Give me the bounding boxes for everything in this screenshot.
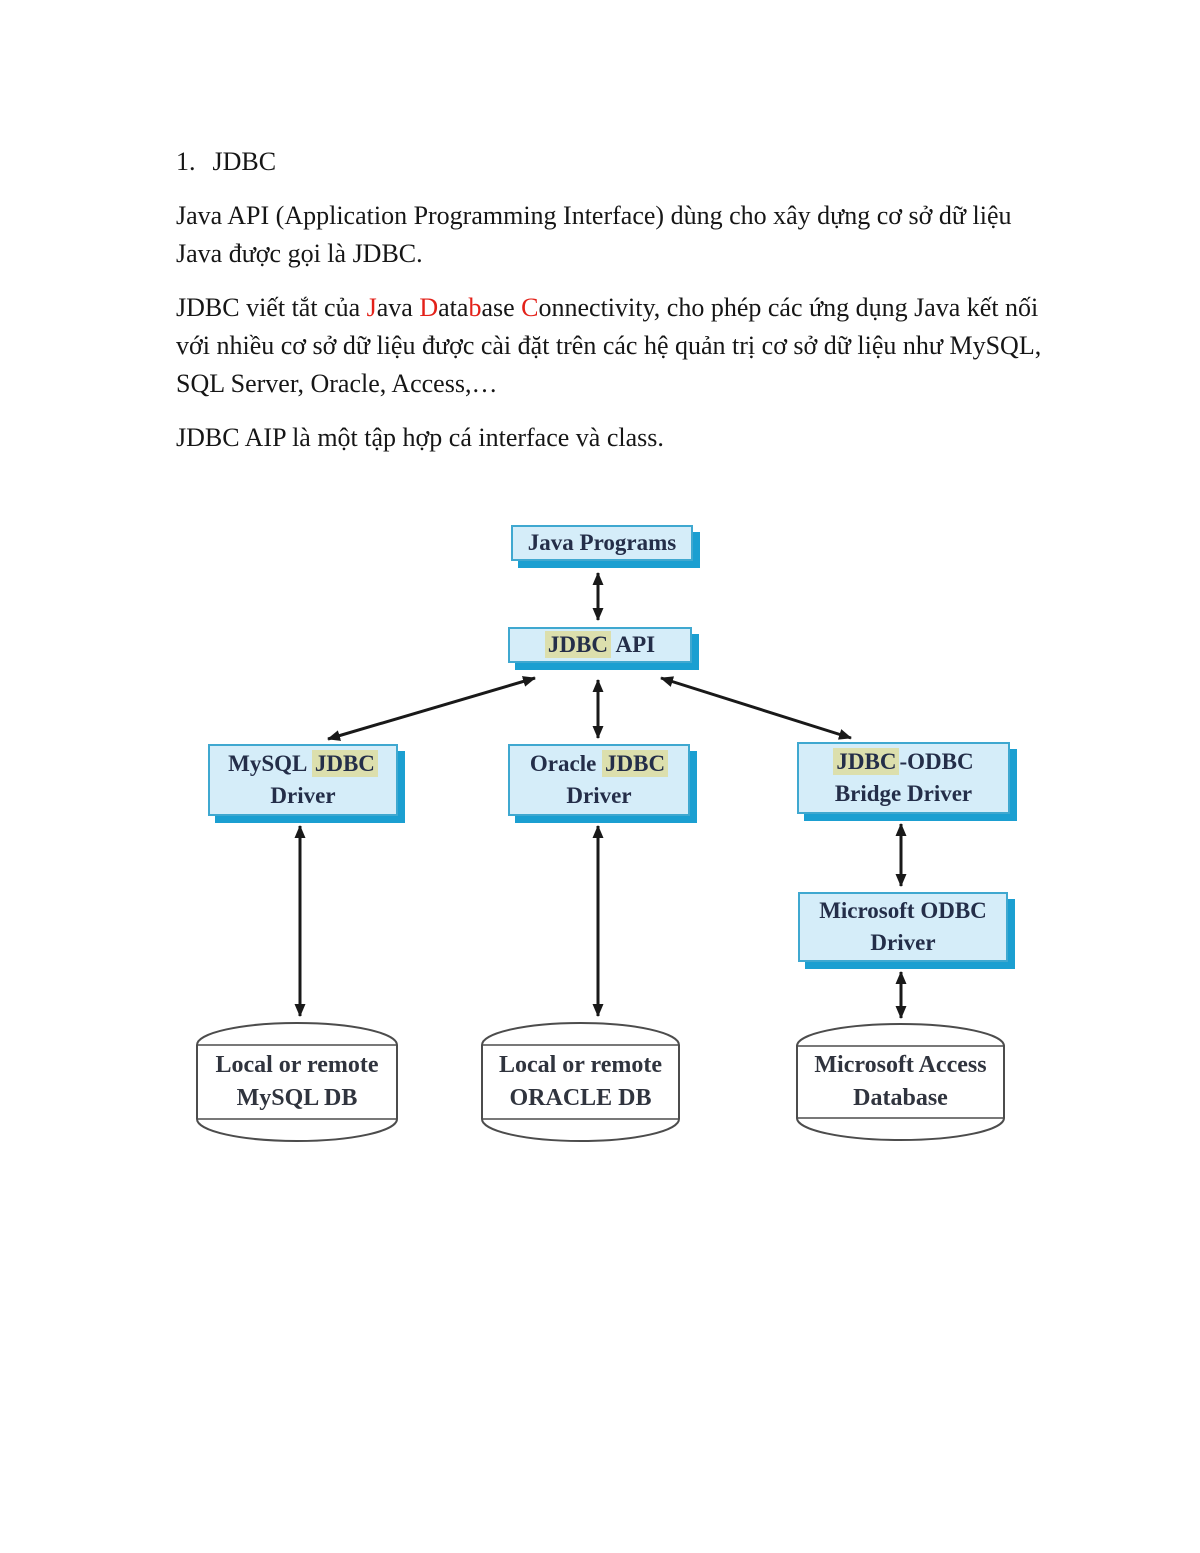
highlighted-text: JDBC <box>833 748 900 775</box>
box-label-pre: Oracle <box>529 751 603 776</box>
arrow-jdbcapi-mysqldriver <box>327 676 536 741</box>
box-label-line2: Driver <box>870 930 936 955</box>
text-segment: ata <box>438 293 469 322</box>
box-label-line1: JDBC-ODBC <box>799 746 1008 778</box>
box-microsoft-odbc-driver: Microsoft ODBC Driver <box>798 892 1008 962</box>
heading: 1. JDBC <box>176 143 1048 181</box>
label-oracle-db: Local or remote ORACLE DB <box>482 1045 679 1119</box>
text-block: 1. JDBC Java API (Application Programming… <box>176 143 1048 473</box>
box-label-line2: Bridge Driver <box>834 781 973 806</box>
cylinder-label-line1: Local or remote <box>215 1052 379 1078</box>
text-segment: ava <box>376 293 420 322</box>
cylinder-label-line2: MySQL DB <box>236 1085 358 1111</box>
text-segment: onnectivity, cho phép các ứng dụng Java … <box>176 293 1042 398</box>
cylinder-label-line1: Local or remote <box>498 1052 663 1078</box>
cylinder-access-db <box>796 1023 1005 1141</box>
red-letter-c: C <box>521 293 539 322</box>
heading-text: JDBC <box>212 147 277 176</box>
cylinder-oracle-db <box>481 1022 680 1142</box>
box-label-pre: MySQL <box>228 751 312 776</box>
text-segment: ase <box>481 293 522 322</box>
paragraph-java-api-intro: Java API (Application Programming Interf… <box>176 201 1012 268</box>
box-label-line1: Microsoft ODBC <box>819 898 987 923</box>
box-label-line2: Driver <box>566 783 632 808</box>
text-segment: JDBC viết tắt của <box>176 293 367 322</box>
box-java-programs: Java Programs <box>511 525 693 561</box>
heading-number: 1. <box>176 147 196 176</box>
label-mysql-db: Local or remote MySQL DB <box>197 1045 397 1119</box>
box-jdbc-api: JDBC API <box>508 627 692 663</box>
cylinder-mysql-db <box>196 1022 398 1142</box>
box-label: Java Programs <box>527 530 677 555</box>
cylinder-label-line1: Microsoft Access <box>814 1052 987 1078</box>
red-letter-d: D <box>419 293 439 322</box>
box-label-line1: Oracle JDBC <box>510 748 688 780</box>
box-label-line1: MySQL JDBC <box>210 748 396 780</box>
box-label-rest: API <box>610 632 656 657</box>
box-label-line2: Driver <box>270 783 336 808</box>
box-label: JDBC API <box>510 629 690 661</box>
highlighted-text: JDBC <box>544 631 611 658</box>
red-letter-b: b <box>468 293 482 322</box>
highlighted-text: JDBC <box>311 750 378 777</box>
box-oracle-jdbc-driver: Oracle JDBC Driver <box>508 744 690 816</box>
cylinder-label-line2: Database <box>853 1085 948 1111</box>
paragraph-jdbc-aip: JDBC AIP là một tập hợp cá interface và … <box>176 423 664 452</box>
arrow-jdbcapi-jdbcodbc <box>660 676 852 740</box>
box-label-rest: -ODBC <box>899 749 974 774</box>
red-letter-j: J <box>366 293 377 322</box>
box-mysql-jdbc-driver: MySQL JDBC Driver <box>208 744 398 816</box>
highlighted-text: JDBC <box>602 750 669 777</box>
cylinder-label-line2: ORACLE DB <box>509 1085 652 1111</box>
label-access-db: Microsoft Access Database <box>797 1046 1004 1118</box>
box-jdbc-odbc-bridge-driver: JDBC-ODBC Bridge Driver <box>797 742 1010 814</box>
paragraph-jdbc-definition: JDBC viết tắt của Java Database Connecti… <box>176 289 1048 403</box>
